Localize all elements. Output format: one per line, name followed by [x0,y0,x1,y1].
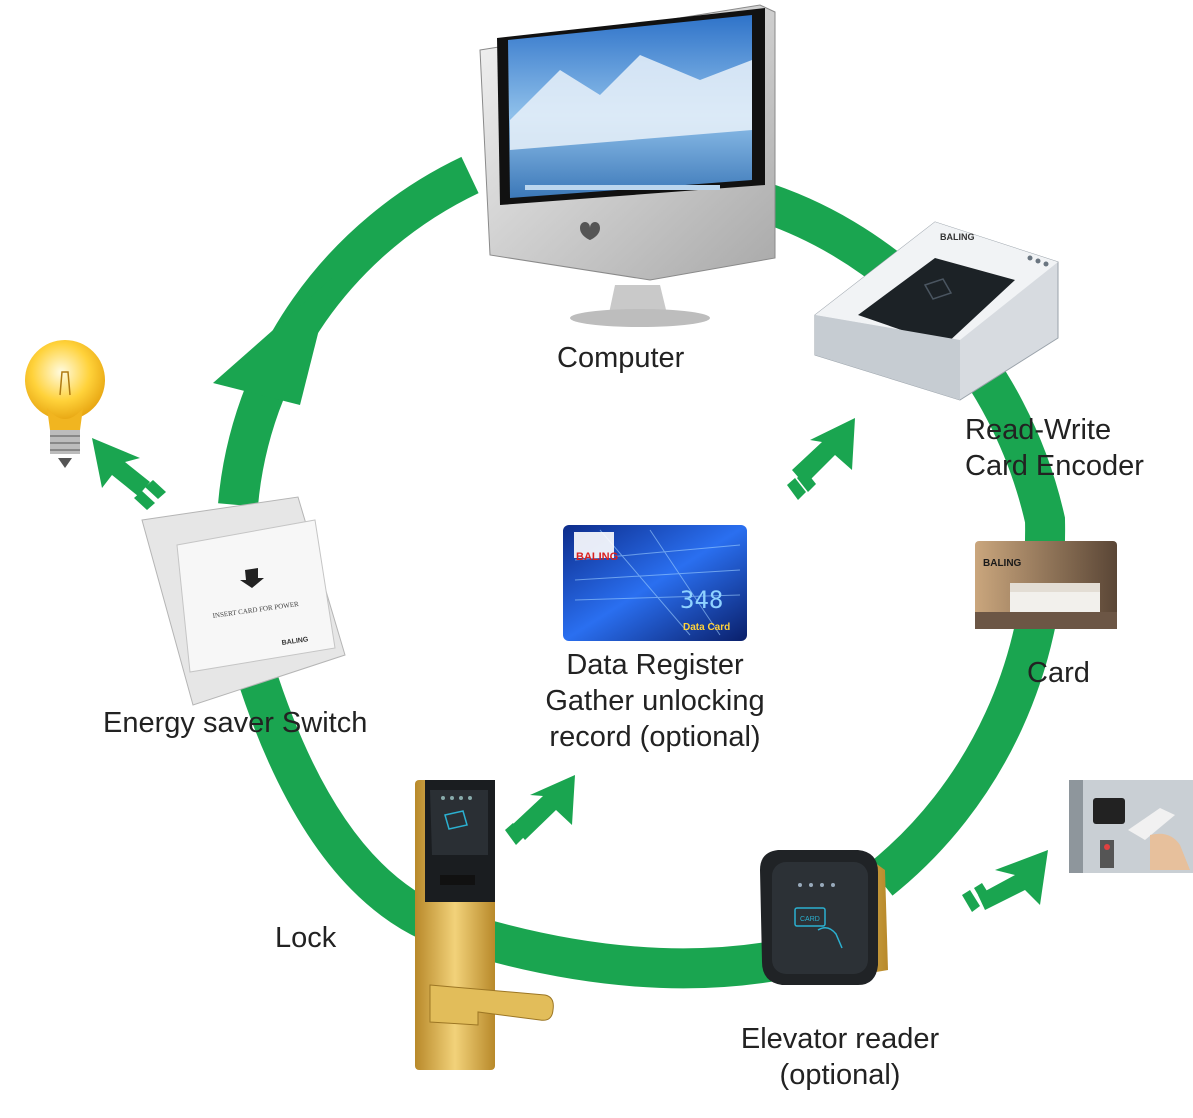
arrow-to-encoder [787,418,855,500]
door-lock-icon [415,780,554,1070]
encoder-label-line2: Card Encoder [965,450,1144,482]
data-register-line3: record (optional) [549,721,761,753]
elevator-reader-icon: CARD [760,850,888,985]
light-bulb-icon [25,340,105,468]
encoder-label-line1: Read-Write [965,414,1112,446]
switch-brand: BALING [281,636,309,647]
data-card-icon: BALING 348 Data Card [563,525,747,641]
switch-label: Energy saver Switch [103,707,368,739]
elevator-panel-photo-icon [1069,780,1193,873]
imac-desktop-icon [479,4,776,327]
data-card-brand: BALING [576,551,618,563]
arrow-to-elevator-photo [962,850,1048,912]
data-card-digits: 348 [680,586,723,614]
data-register-line2: Gather unlocking [545,685,765,717]
flow-arrowhead [213,278,332,405]
arrow-to-data-card [505,775,575,845]
energy-saver-switch-icon: INSERT CARD FOR POWER BALING [141,496,346,706]
elevator-label-line1: Elevator reader [740,1023,940,1055]
hotel-keycard-icon: BALING [975,541,1117,629]
encoder-brand: BALING [940,232,975,242]
lock-label: Lock [275,922,337,954]
arrow-to-bulb [92,438,166,510]
card-label: Card [1027,657,1090,689]
card-brand: BALING [983,558,1022,569]
elevator-card-text: CARD [800,916,820,923]
computer-label: Computer [557,342,685,374]
data-register-line1: Data Register [566,649,744,681]
elevator-label-line2: (optional) [779,1059,901,1091]
card-encoder-icon: BALING [814,221,1059,401]
data-card-caption: Data Card [683,622,730,633]
